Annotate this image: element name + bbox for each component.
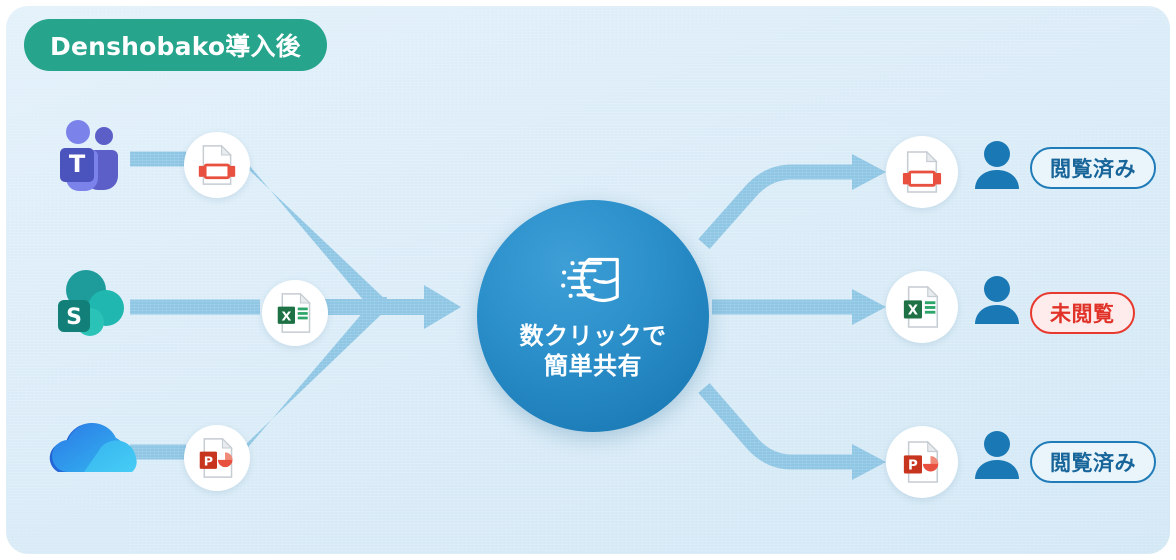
source-icon-sharepoint: S	[50, 264, 136, 350]
video-file-icon	[198, 144, 236, 185]
source-file-circle-excel: X	[262, 280, 328, 346]
status-badge-recipient-1: 閲覧済み	[1030, 147, 1156, 189]
person-icon	[975, 276, 1019, 324]
teams-icon: T	[60, 120, 118, 191]
sharepoint-icon: S	[58, 270, 124, 336]
arrowhead-middle	[852, 289, 886, 325]
svg-text:X: X	[908, 304, 919, 319]
hub-text: 数クリックで 簡単共有	[520, 322, 667, 382]
hub-text-line2: 簡単共有	[544, 352, 642, 380]
person-icon	[975, 431, 1019, 479]
diverging-arrows	[698, 164, 857, 470]
center-hub: 数クリックで 簡単共有	[477, 200, 709, 432]
powerpoint-file-icon: P	[903, 440, 939, 483]
svg-text:X: X	[281, 308, 291, 323]
delivered-file-circle-excel: X	[886, 271, 958, 343]
arrowhead-bottom	[852, 444, 886, 480]
svg-text:S: S	[66, 305, 82, 330]
hub-text-line1: 数クリックで	[519, 322, 667, 351]
status-badge-recipient-3: 閲覧済み	[1030, 441, 1156, 483]
onedrive-icon	[49, 422, 137, 472]
excel-file-icon: X	[903, 285, 939, 328]
excel-file-icon: X	[277, 292, 311, 333]
powerpoint-file-icon: P	[199, 437, 233, 478]
section-title-badge: Denshobako導入後	[24, 19, 327, 71]
source-file-circle-video	[184, 132, 250, 198]
source-icon-microsoft-teams: T	[50, 116, 136, 202]
svg-text:P: P	[908, 459, 918, 474]
status-badge-label: 閲覧済み	[1050, 157, 1136, 181]
svg-text:T: T	[69, 150, 86, 178]
arrowhead-top	[852, 154, 886, 190]
delivered-file-circle-video	[886, 136, 958, 208]
section-title-label: Denshobako導入後	[50, 32, 301, 61]
flying-envelope-icon	[561, 258, 619, 303]
recipient-avatar-1	[969, 137, 1025, 193]
flow-arrows	[130, 151, 886, 480]
converging-arrows	[238, 152, 461, 459]
recipient-avatar-2	[969, 272, 1025, 328]
delivered-file-circle-powerpoint: P	[886, 426, 958, 498]
source-icon-onedrive	[46, 410, 152, 496]
recipient-avatar-3	[969, 427, 1025, 483]
status-badge-label: 未閲覧	[1050, 302, 1115, 326]
video-file-icon	[902, 150, 942, 193]
diagram-card: Denshobako導入後 T S	[6, 6, 1170, 554]
svg-text:P: P	[204, 453, 213, 468]
status-badge-label: 閲覧済み	[1050, 451, 1136, 475]
person-icon	[975, 141, 1019, 189]
status-badge-recipient-2: 未閲覧	[1030, 292, 1135, 334]
source-file-circle-powerpoint: P	[184, 425, 250, 491]
